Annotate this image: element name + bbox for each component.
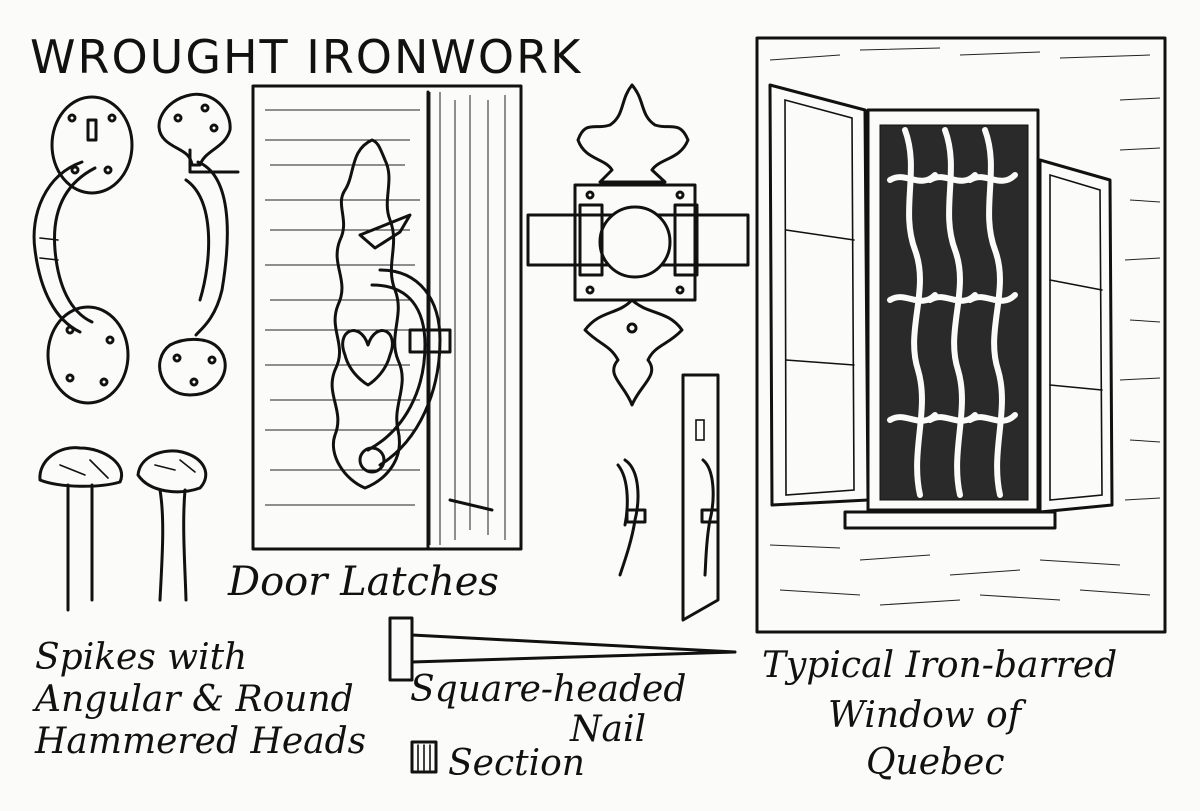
square-headed-nail-drawing	[388, 616, 737, 682]
page-title: WROUGHT IRONWORK	[30, 30, 583, 84]
door-handle-oval-plates-drawing	[32, 95, 134, 405]
thumb-latch-handle-drawing	[157, 92, 240, 397]
window-caption-line2: Window of	[828, 695, 1022, 736]
ornamental-lock-plate-drawing	[526, 83, 750, 407]
spikes-drawing	[38, 446, 208, 612]
spikes-caption-line2: Angular & Round	[35, 679, 354, 720]
section-caption: Section	[448, 743, 585, 784]
nail-caption-line1: Square-headed	[410, 669, 687, 710]
window-caption-line3: Quebec	[866, 742, 1005, 783]
door-latch-panel-drawing	[251, 84, 523, 551]
small-latch-plate-drawing	[616, 373, 720, 622]
nail-section-drawing	[410, 740, 438, 774]
nail-caption-line2: Nail	[570, 709, 646, 750]
iron-barred-window-drawing	[755, 36, 1167, 634]
spikes-caption-line3: Hammered Heads	[35, 721, 367, 762]
door-latches-caption: Door Latches	[228, 559, 499, 605]
window-caption-line1: Typical Iron-barred	[762, 645, 1118, 686]
spikes-caption-line1: Spikes with	[35, 637, 248, 678]
